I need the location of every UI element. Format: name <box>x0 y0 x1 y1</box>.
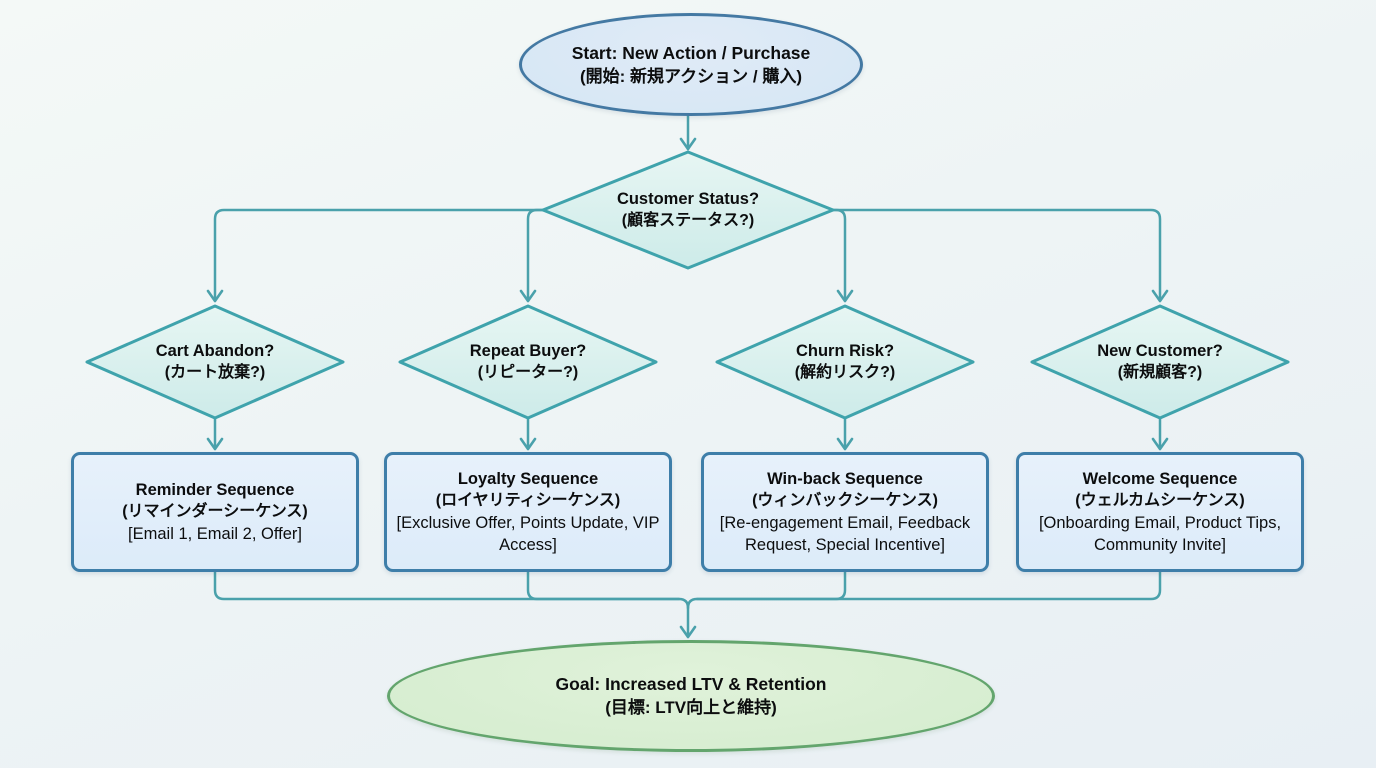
arrowhead-icon <box>206 437 224 451</box>
arrowhead-icon <box>836 437 854 451</box>
arrowhead-icon <box>519 437 537 451</box>
root-decision-diamond-shape <box>541 150 835 270</box>
arrowhead-icon <box>679 625 697 639</box>
process-title: Loyalty Sequence <box>457 470 599 488</box>
edge-root-cart <box>213 208 545 301</box>
edge-loyalty-goal <box>526 570 681 601</box>
new-customer-diamond-shape <box>1030 304 1290 420</box>
connector-lines <box>213 109 1162 636</box>
arrowhead-icon <box>836 289 854 303</box>
edge-root-repeat <box>526 208 545 301</box>
arrowhead-icon <box>519 289 537 303</box>
process-win-back-sequence: Win-back Sequence (ウィンバックシーケンス) [Re-enga… <box>701 452 989 572</box>
process-detail: [Re-engagement Email, Feedback Request, … <box>719 514 971 554</box>
arrowhead-icon <box>206 289 224 303</box>
edge-root-new <box>831 208 1162 301</box>
decision-shapes <box>85 150 1290 420</box>
process-detail: [Exclusive Offer, Points Update, VIP Acc… <box>396 514 660 554</box>
edge-welcome-goal <box>695 570 1162 601</box>
process-reminder-sequence: Reminder Sequence (リマインダーシーケンス) [Email 1… <box>71 452 359 572</box>
edge-root-churn <box>831 208 847 301</box>
edge-reminder-goal <box>213 570 690 636</box>
repeat-buyer-diamond-shape <box>398 304 658 420</box>
process-detail: [Email 1, Email 2, Offer] <box>128 525 302 543</box>
start-title: Start: New Action / Purchase <box>571 42 811 63</box>
arrowheads <box>206 137 1169 639</box>
goal-title: Goal: Increased LTV & Retention <box>555 674 827 694</box>
goal-node: Goal: Increased LTV & Retention (目標: LTV… <box>387 640 995 752</box>
process-subtitle: (ウェルカムシーケンス) <box>1075 492 1245 509</box>
arrowhead-icon <box>1151 289 1169 303</box>
process-welcome-sequence: Welcome Sequence (ウェルカムシーケンス) [Onboardin… <box>1016 452 1304 572</box>
process-subtitle: (リマインダーシーケンス) <box>122 503 308 520</box>
process-detail: [Onboarding Email, Product Tips, Communi… <box>1038 514 1282 554</box>
goal-subtitle: (目標: LTV向上と維持) <box>605 698 777 717</box>
process-title: Win-back Sequence <box>767 470 923 488</box>
edge-winback-goal <box>686 570 847 610</box>
start-subtitle: (開始: 新規アクション / 購入) <box>579 66 803 86</box>
process-loyalty-sequence: Loyalty Sequence (ロイヤリティシーケンス) [Exclusiv… <box>384 452 672 572</box>
start-node: Start: New Action / Purchase (開始: 新規アクショ… <box>519 13 863 116</box>
arrowhead-icon <box>679 137 697 151</box>
process-title: Reminder Sequence <box>135 481 295 499</box>
churn-risk-diamond-shape <box>715 304 975 420</box>
cart-abandon-diamond-shape <box>85 304 345 420</box>
process-subtitle: (ウィンバックシーケンス) <box>752 492 938 509</box>
arrowhead-icon <box>1151 437 1169 451</box>
process-subtitle: (ロイヤリティシーケンス) <box>435 492 621 509</box>
process-title: Welcome Sequence <box>1082 470 1238 488</box>
